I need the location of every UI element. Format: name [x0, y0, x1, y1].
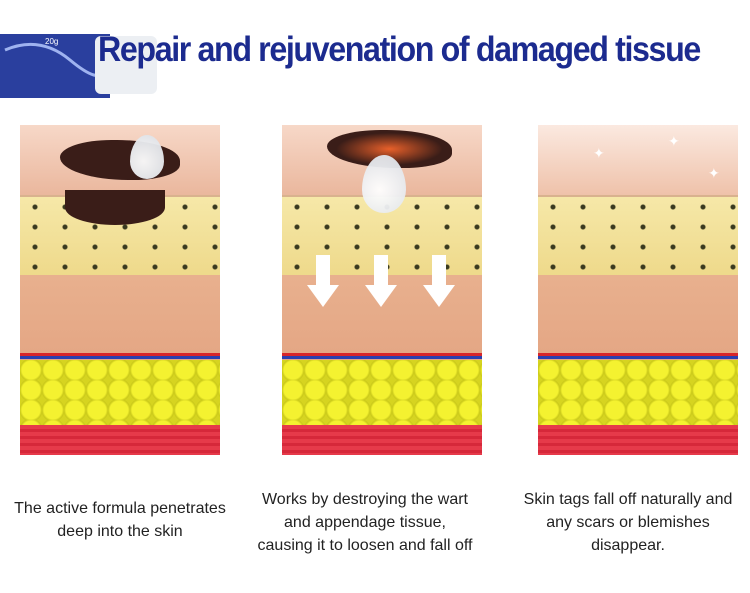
sparkle-icon: ✦: [593, 145, 605, 161]
step-3-caption: Skin tags fall off naturally and any sca…: [523, 491, 733, 554]
sparkle-icon: ✦: [708, 165, 720, 181]
skin-diagram-step-1: [20, 125, 220, 455]
arrow-down-icon: [307, 285, 339, 307]
page-title: Repair and rejuvenation of damaged tissu…: [98, 30, 701, 69]
serum-drop: [130, 135, 164, 179]
serum-drop: [362, 155, 406, 213]
arrow-down-icon: [365, 285, 397, 307]
arrow-down-icon: [423, 285, 455, 307]
skin-diagram-step-3: ✦ ✦ ✦: [538, 125, 738, 455]
step-1-caption: The active formula penetrates deep into …: [14, 500, 226, 540]
sparkle-icon: ✦: [668, 133, 680, 149]
svg-text:20g: 20g: [45, 37, 58, 46]
step-2-caption: Works by destroying the wart and appenda…: [257, 491, 473, 554]
product-tube-image: 20g: [0, 30, 160, 102]
skin-diagram-step-2: [282, 125, 482, 455]
